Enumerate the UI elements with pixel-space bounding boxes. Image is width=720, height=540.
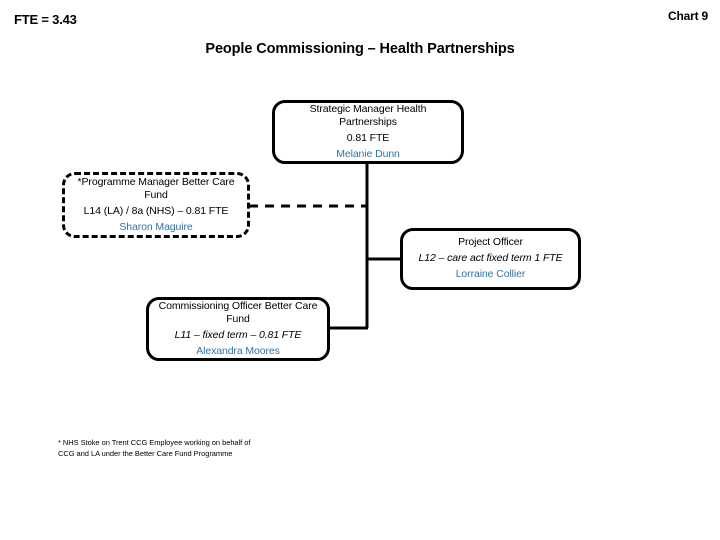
node-strategic-manager[interactable]: Strategic Manager Health Partnerships 0.… — [272, 100, 464, 164]
node-role-label: Project Officer — [458, 236, 523, 249]
node-grade-label: L11 – fixed term – 0.81 FTE — [174, 328, 302, 341]
node-grade-label: L14 (LA) / 8a (NHS) – 0.81 FTE — [83, 204, 229, 217]
chart-number-label: Chart 9 — [668, 9, 708, 23]
node-commissioning-officer[interactable]: Commissioning Officer Better Care Fund L… — [146, 297, 330, 361]
node-person-name: Alexandra Moores — [196, 344, 280, 357]
node-role-label: Commissioning Officer Better Care Fund — [158, 299, 318, 326]
node-grade-label: L12 – care act fixed term 1 FTE — [418, 251, 563, 264]
fte-total-label: FTE = 3.43 — [14, 12, 77, 27]
node-grade-label: 0.81 FTE — [346, 131, 390, 144]
node-programme-manager[interactable]: *Programme Manager Better Care Fund L14 … — [62, 172, 250, 238]
footnote-text: * NHS Stoke on Trent CCG Employee workin… — [58, 438, 251, 458]
node-person-name: Lorraine Collier — [455, 268, 526, 281]
page-title: People Commissioning – Health Partnershi… — [205, 41, 515, 57]
node-project-officer[interactable]: Project Officer L12 – care act fixed ter… — [400, 228, 581, 290]
node-role-label: Strategic Manager Health Partnerships — [309, 102, 427, 129]
node-person-name: Melanie Dunn — [336, 147, 400, 160]
node-person-name: Sharon Maguire — [119, 220, 193, 233]
node-role-label: *Programme Manager Better Care Fund — [77, 175, 235, 202]
